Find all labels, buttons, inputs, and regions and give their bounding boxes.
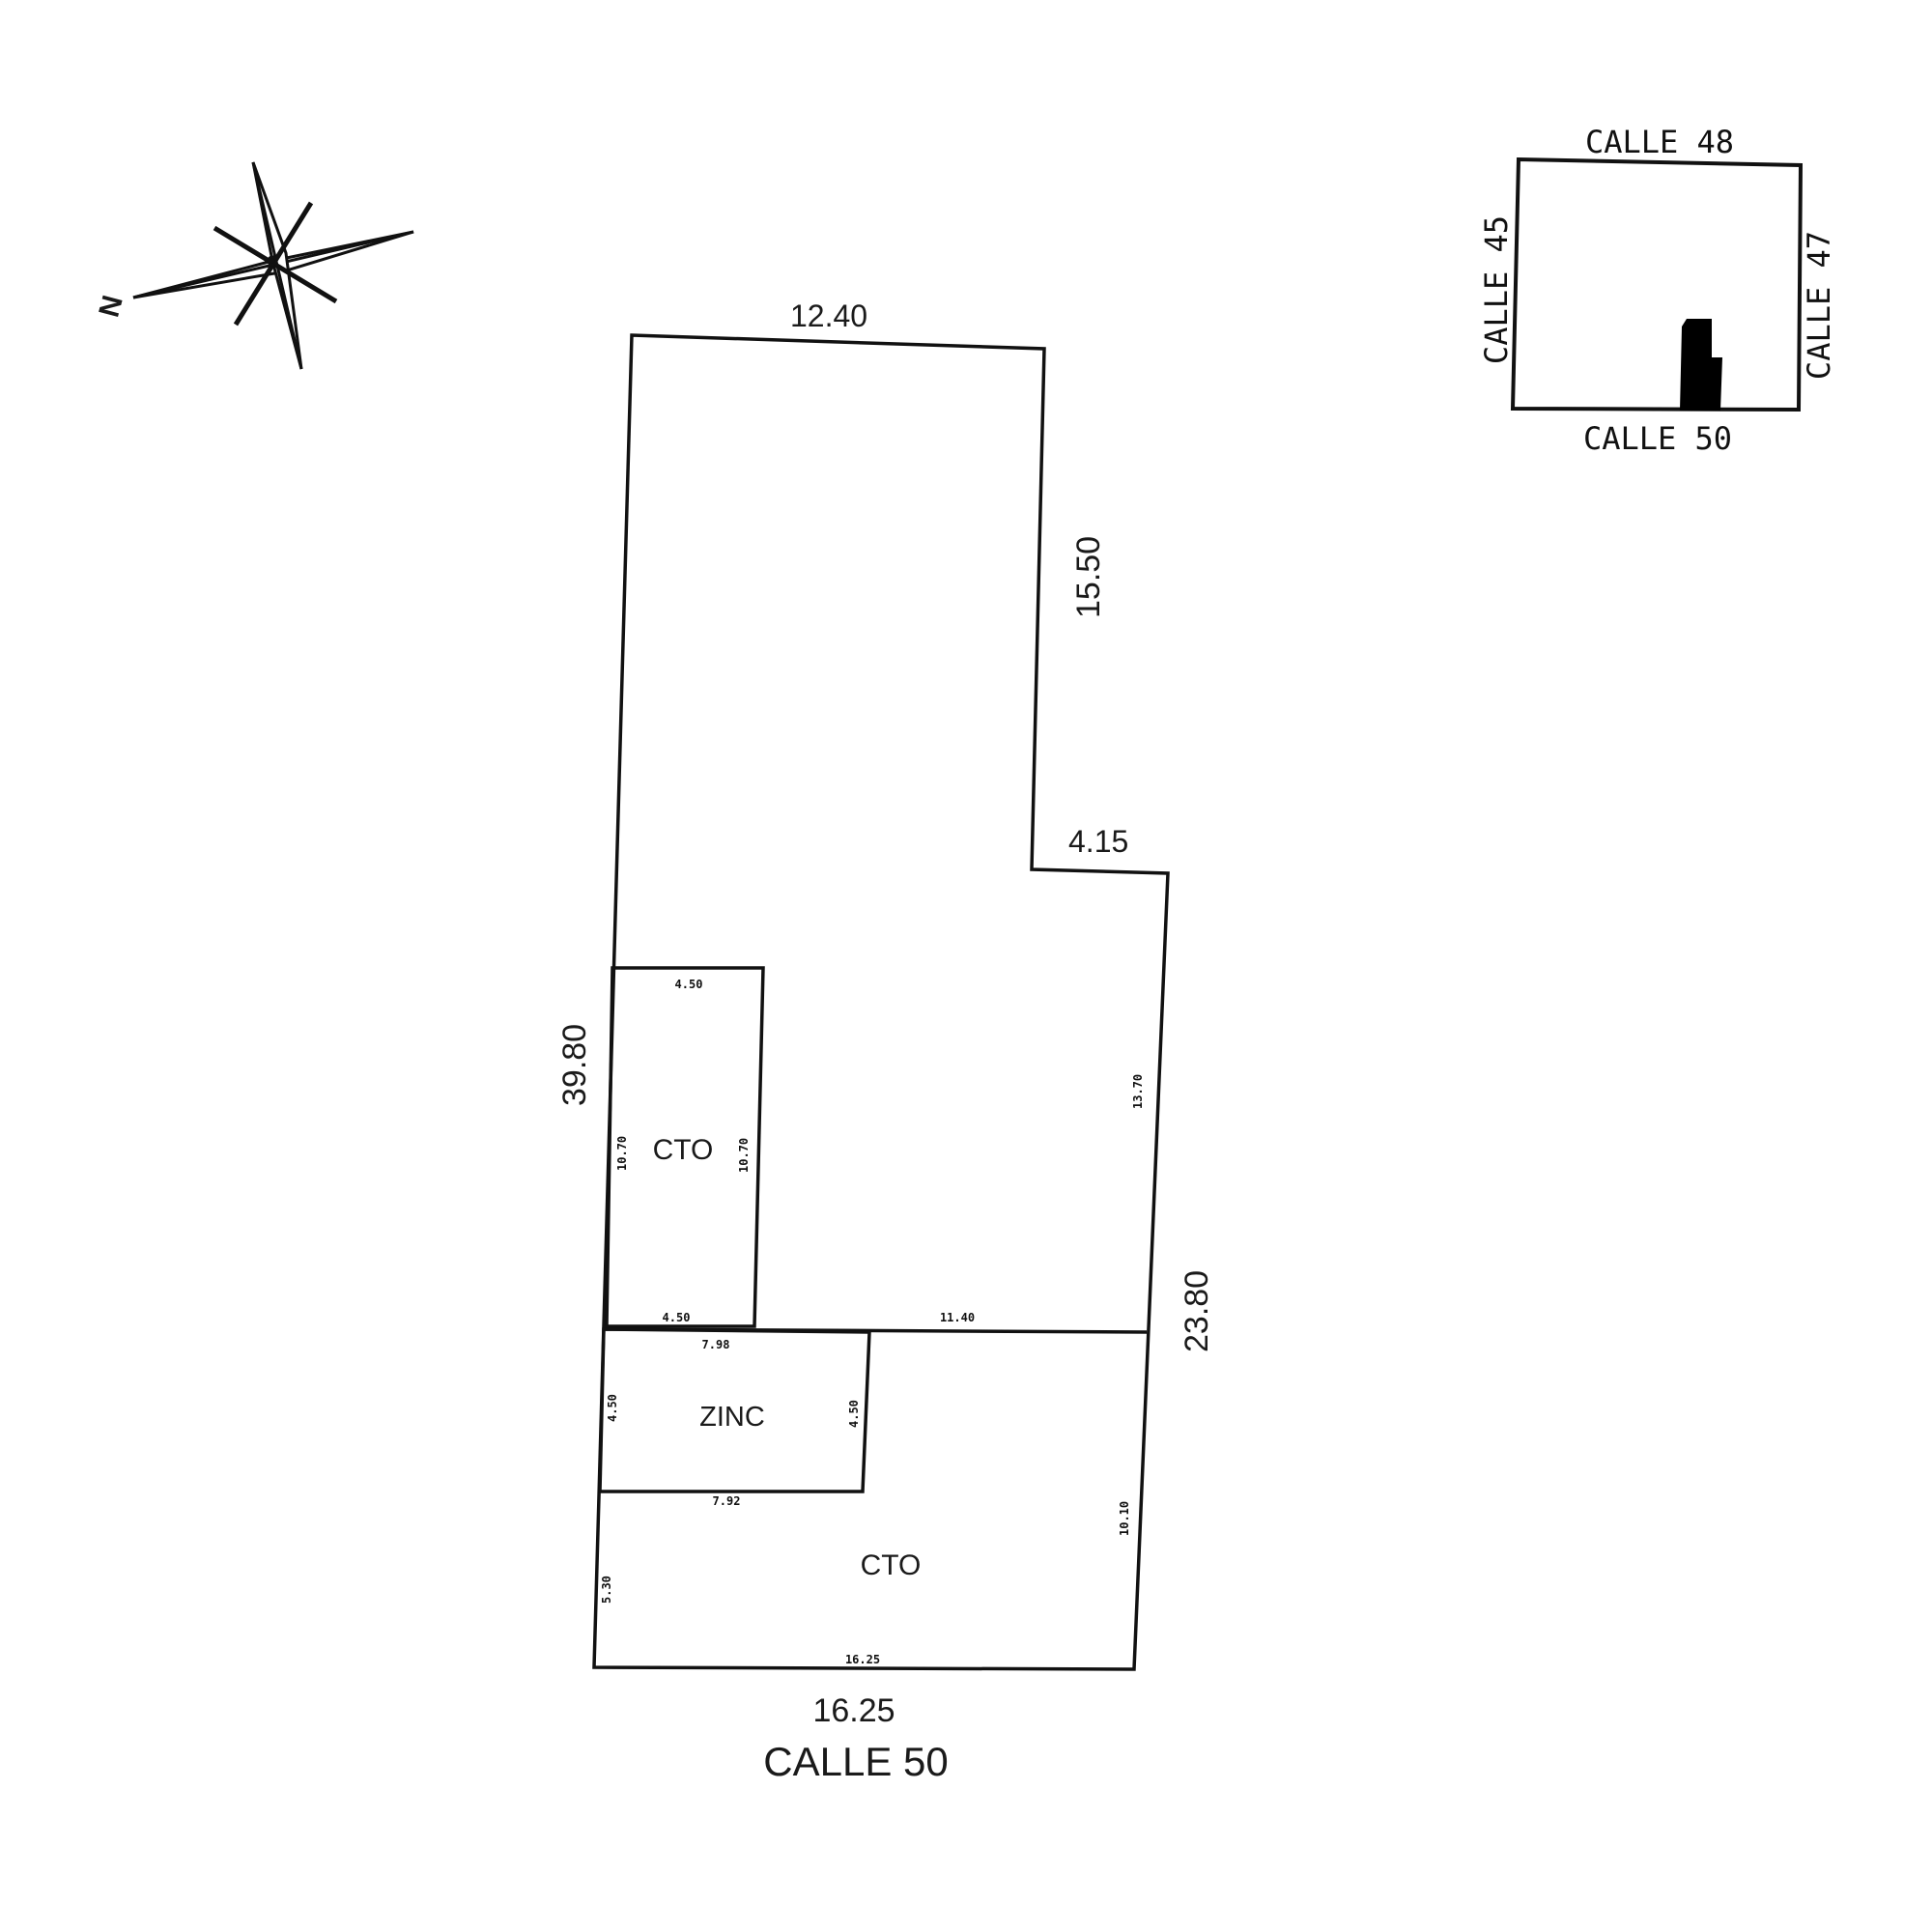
dim-top: 12.40 (790, 298, 867, 333)
compass-rose-icon (132, 161, 414, 370)
room-cto-upper (605, 966, 765, 1328)
room-label-cto-lower: CTO (861, 1549, 922, 1581)
dim-step: 4.15 (1068, 824, 1128, 859)
front-street-label: CALLE 50 (763, 1739, 948, 1784)
dim-divider: 11.40 (940, 1311, 975, 1324)
dim-left: 39.80 (556, 1024, 593, 1106)
dim-inner-right: 13.70 (1131, 1074, 1145, 1109)
dim-zinc-top: 7.98 (702, 1338, 730, 1351)
lot-marker (1680, 319, 1722, 411)
block-outline (1510, 156, 1804, 412)
dim-bottom: 16.25 (812, 1692, 895, 1729)
map-label-left: CALLE 45 (1478, 215, 1515, 364)
dim-cto-lower-left: 5.30 (600, 1576, 613, 1604)
lot-boundary (592, 333, 1170, 1671)
map-label-top: CALLE 48 (1585, 124, 1734, 160)
room-label-cto-upper: CTO (653, 1134, 714, 1166)
dim-cto-upper-bottom: 4.50 (663, 1311, 691, 1324)
dim-zinc-left: 4.50 (606, 1394, 619, 1422)
north-label: N (93, 292, 128, 320)
map-label-right: CALLE 47 (1801, 231, 1837, 380)
dim-right-lower: 23.80 (1179, 1270, 1215, 1352)
dim-right-upper: 15.50 (1070, 536, 1107, 618)
dim-zinc-right: 4.50 (847, 1400, 861, 1428)
map-label-bottom: CALLE 50 (1583, 420, 1732, 457)
dim-cto-lower-right: 10.10 (1118, 1501, 1131, 1536)
dim-cto-upper-right: 10.70 (737, 1138, 751, 1173)
location-map: CALLE 48 CALLE 50 CALLE 45 CALLE 47 (1478, 124, 1837, 457)
room-label-zinc: ZINC (699, 1402, 765, 1433)
dim-cto-upper-top: 4.50 (675, 978, 703, 991)
dim-cto-lower-bottom: 16.25 (845, 1653, 880, 1666)
room-zinc (598, 1327, 871, 1493)
dim-zinc-bottom: 7.92 (713, 1494, 741, 1508)
dim-cto-upper-left: 10.70 (615, 1136, 629, 1171)
